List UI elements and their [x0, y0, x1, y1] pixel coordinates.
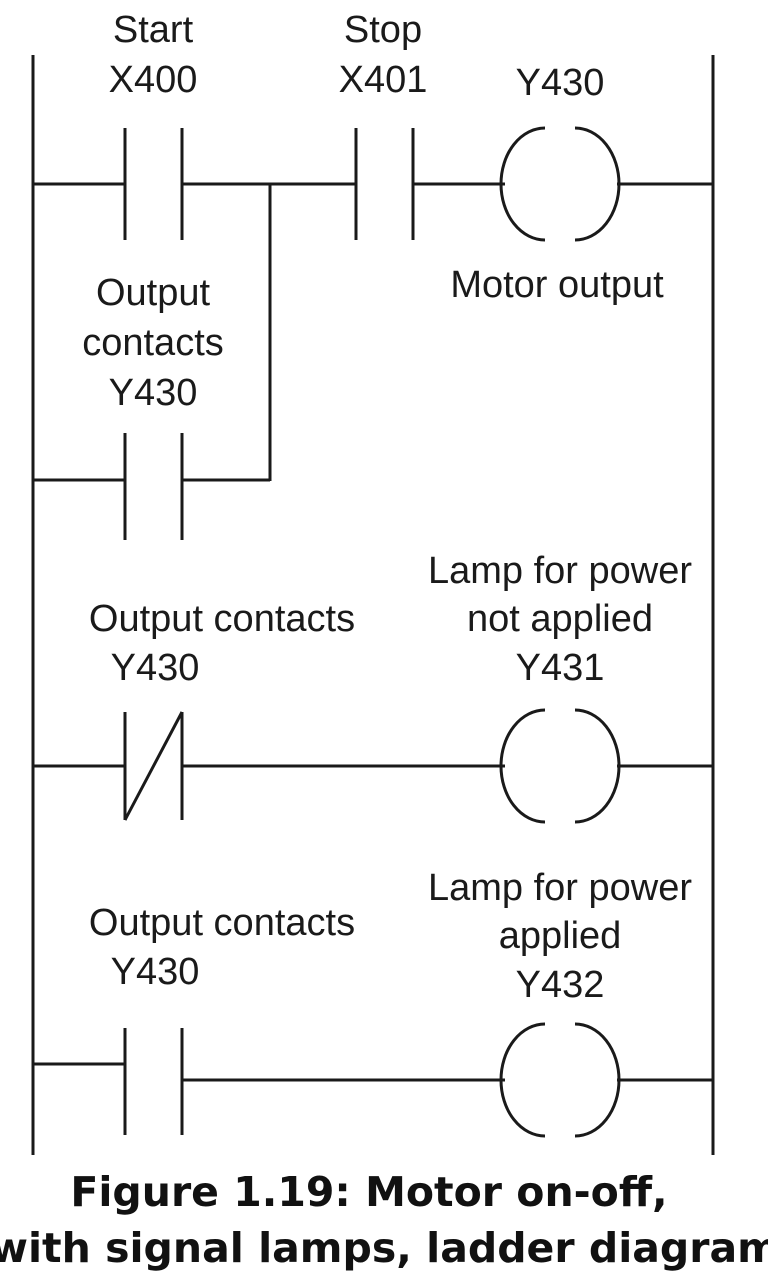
rung-2-contact-label: Output contacts — [89, 598, 355, 640]
branch-label-line2: contacts — [82, 322, 224, 364]
rung-2: Output contacts Y430 Lamp for power not … — [33, 550, 713, 824]
rung-2-contact-address: Y430 — [111, 647, 200, 689]
stop-contact — [354, 128, 415, 240]
lamp-not-applied-coil — [499, 708, 621, 824]
stop-label: Stop — [344, 9, 422, 51]
branch-label-line1: Output — [96, 272, 211, 314]
hold-contact-no — [123, 433, 184, 540]
rung-1-hold-branch: Output contacts Y430 — [33, 184, 272, 540]
lamp-applied-label-line2: applied — [499, 915, 622, 957]
lamp-applied-coil — [499, 1022, 621, 1138]
rung-3: Output contacts Y430 Lamp for power appl… — [33, 867, 713, 1138]
figure-caption-line1: Figure 1.19: Motor on-off, — [70, 1168, 667, 1216]
rung-1: Start X400 Stop X401 Y430 Motor output — [33, 9, 713, 306]
motor-output-coil — [499, 126, 621, 242]
figure-caption-line2: with signal lamps, ladder diagram — [0, 1224, 768, 1272]
start-address: X400 — [109, 59, 198, 101]
lamp-applied-label-line1: Lamp for power — [428, 867, 692, 909]
motor-coil-address: Y430 — [516, 62, 605, 104]
lamp-not-applied-address: Y431 — [516, 647, 605, 689]
lamp-not-applied-label-line2: not applied — [467, 598, 653, 640]
lamp-applied-address: Y432 — [516, 964, 605, 1006]
output-contact-nc — [123, 711, 184, 821]
rung-3-contact-address: Y430 — [111, 951, 200, 993]
output-contact-no — [123, 1028, 184, 1135]
start-contact-no — [123, 128, 184, 240]
motor-output-label: Motor output — [450, 264, 664, 306]
stop-address: X401 — [339, 59, 428, 101]
branch-address: Y430 — [109, 372, 198, 414]
start-label: Start — [113, 9, 194, 51]
rung-3-contact-label: Output contacts — [89, 902, 355, 944]
lamp-not-applied-label-line1: Lamp for power — [428, 550, 692, 592]
